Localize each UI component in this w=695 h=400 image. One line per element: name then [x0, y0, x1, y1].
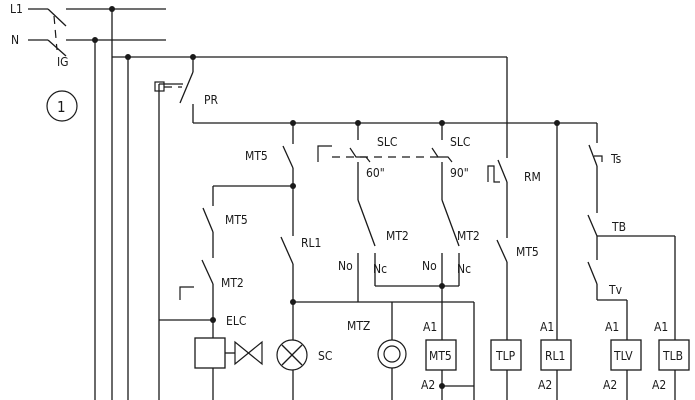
mt2-changeover-b: MT2 No Nc	[422, 199, 480, 316]
sc-label: SC	[318, 349, 332, 363]
tb-label: TB	[611, 220, 626, 234]
pr-contact: PR	[154, 71, 219, 123]
rm-label: RM	[524, 170, 541, 184]
coil-tlb: TLB A1 A2	[652, 320, 690, 400]
mt2-a-label: MT2	[386, 229, 409, 243]
coil-tlp-label: TLP	[495, 349, 516, 363]
a1-mt5-label: A1	[423, 320, 437, 334]
circle-number-badge: 1	[46, 90, 78, 122]
coil-mt5: MT5 A1 A2	[421, 316, 474, 400]
mt5-mid-label: MT5	[516, 245, 539, 259]
coil-tlb-label: TLB	[662, 349, 683, 363]
n-label: N	[11, 33, 19, 47]
coil-tlv: TLV A1 A2	[603, 320, 642, 400]
mt5-top-label: MT5	[245, 149, 268, 163]
coil-rl1: RL1 A1 A2	[538, 123, 572, 400]
t60-label: 60"	[366, 166, 385, 180]
slc-left-label: SLC	[377, 135, 397, 149]
mt2-changeover-a: MT2 No Nc	[338, 199, 409, 302]
elc-branch: MT5 MT2 ELC	[159, 185, 293, 338]
thermostat-contacts: Ts TB Tv	[587, 123, 676, 340]
elc-coil	[194, 337, 263, 400]
a2-rl1-label: A2	[538, 378, 552, 392]
slc-contacts: SLC SLC 60" 90"	[317, 123, 470, 200]
ts-label: Ts	[610, 152, 622, 166]
ig-label: IG	[57, 55, 69, 69]
mt5-rl1-branch: MT5 RL1	[245, 123, 321, 340]
mt2-left-label: MT2	[221, 276, 244, 290]
coil-links	[293, 280, 475, 400]
pr-label: PR	[204, 93, 219, 107]
t90-label: 90"	[450, 166, 469, 180]
sc-lamp: SC	[276, 339, 332, 400]
top-bus	[193, 120, 597, 126]
coil-rl1-label: RL1	[545, 349, 565, 363]
a2-mt5-label: A2	[421, 378, 435, 392]
coil-tlp: TLP	[490, 339, 522, 400]
vertical-buses	[92, 6, 507, 400]
rm-branch: RM MT5	[487, 57, 541, 340]
a2-tlb-label: A2	[652, 378, 666, 392]
supply-lines	[28, 8, 166, 57]
a1-tlv-label: A1	[605, 320, 619, 334]
main-switch: L1 N IG	[10, 2, 69, 69]
nc-a-label: Nc	[373, 262, 387, 276]
slc-right-label: SLC	[450, 135, 470, 149]
rl1-contact-label: RL1	[301, 236, 321, 250]
nc-b-label: Nc	[457, 262, 471, 276]
mt5-left-label: MT5	[225, 213, 248, 227]
circle-number: 1	[57, 98, 66, 116]
tv-label: Tv	[608, 283, 623, 297]
a1-rl1-label: A1	[540, 320, 554, 334]
elc-label: ELC	[226, 314, 246, 328]
coil-tlv-label: TLV	[613, 349, 633, 363]
mt2-b-label: MT2	[457, 229, 480, 243]
a2-tlv-label: A2	[603, 378, 617, 392]
a1-tlb-label: A1	[654, 320, 668, 334]
no-b-label: No	[422, 259, 437, 273]
coil-mt5-label: MT5	[429, 349, 452, 363]
l1-label: L1	[10, 2, 23, 16]
mtz-label: MTZ	[347, 319, 370, 333]
no-a-label: No	[338, 259, 353, 273]
mtz-lamp: MTZ	[347, 319, 407, 400]
